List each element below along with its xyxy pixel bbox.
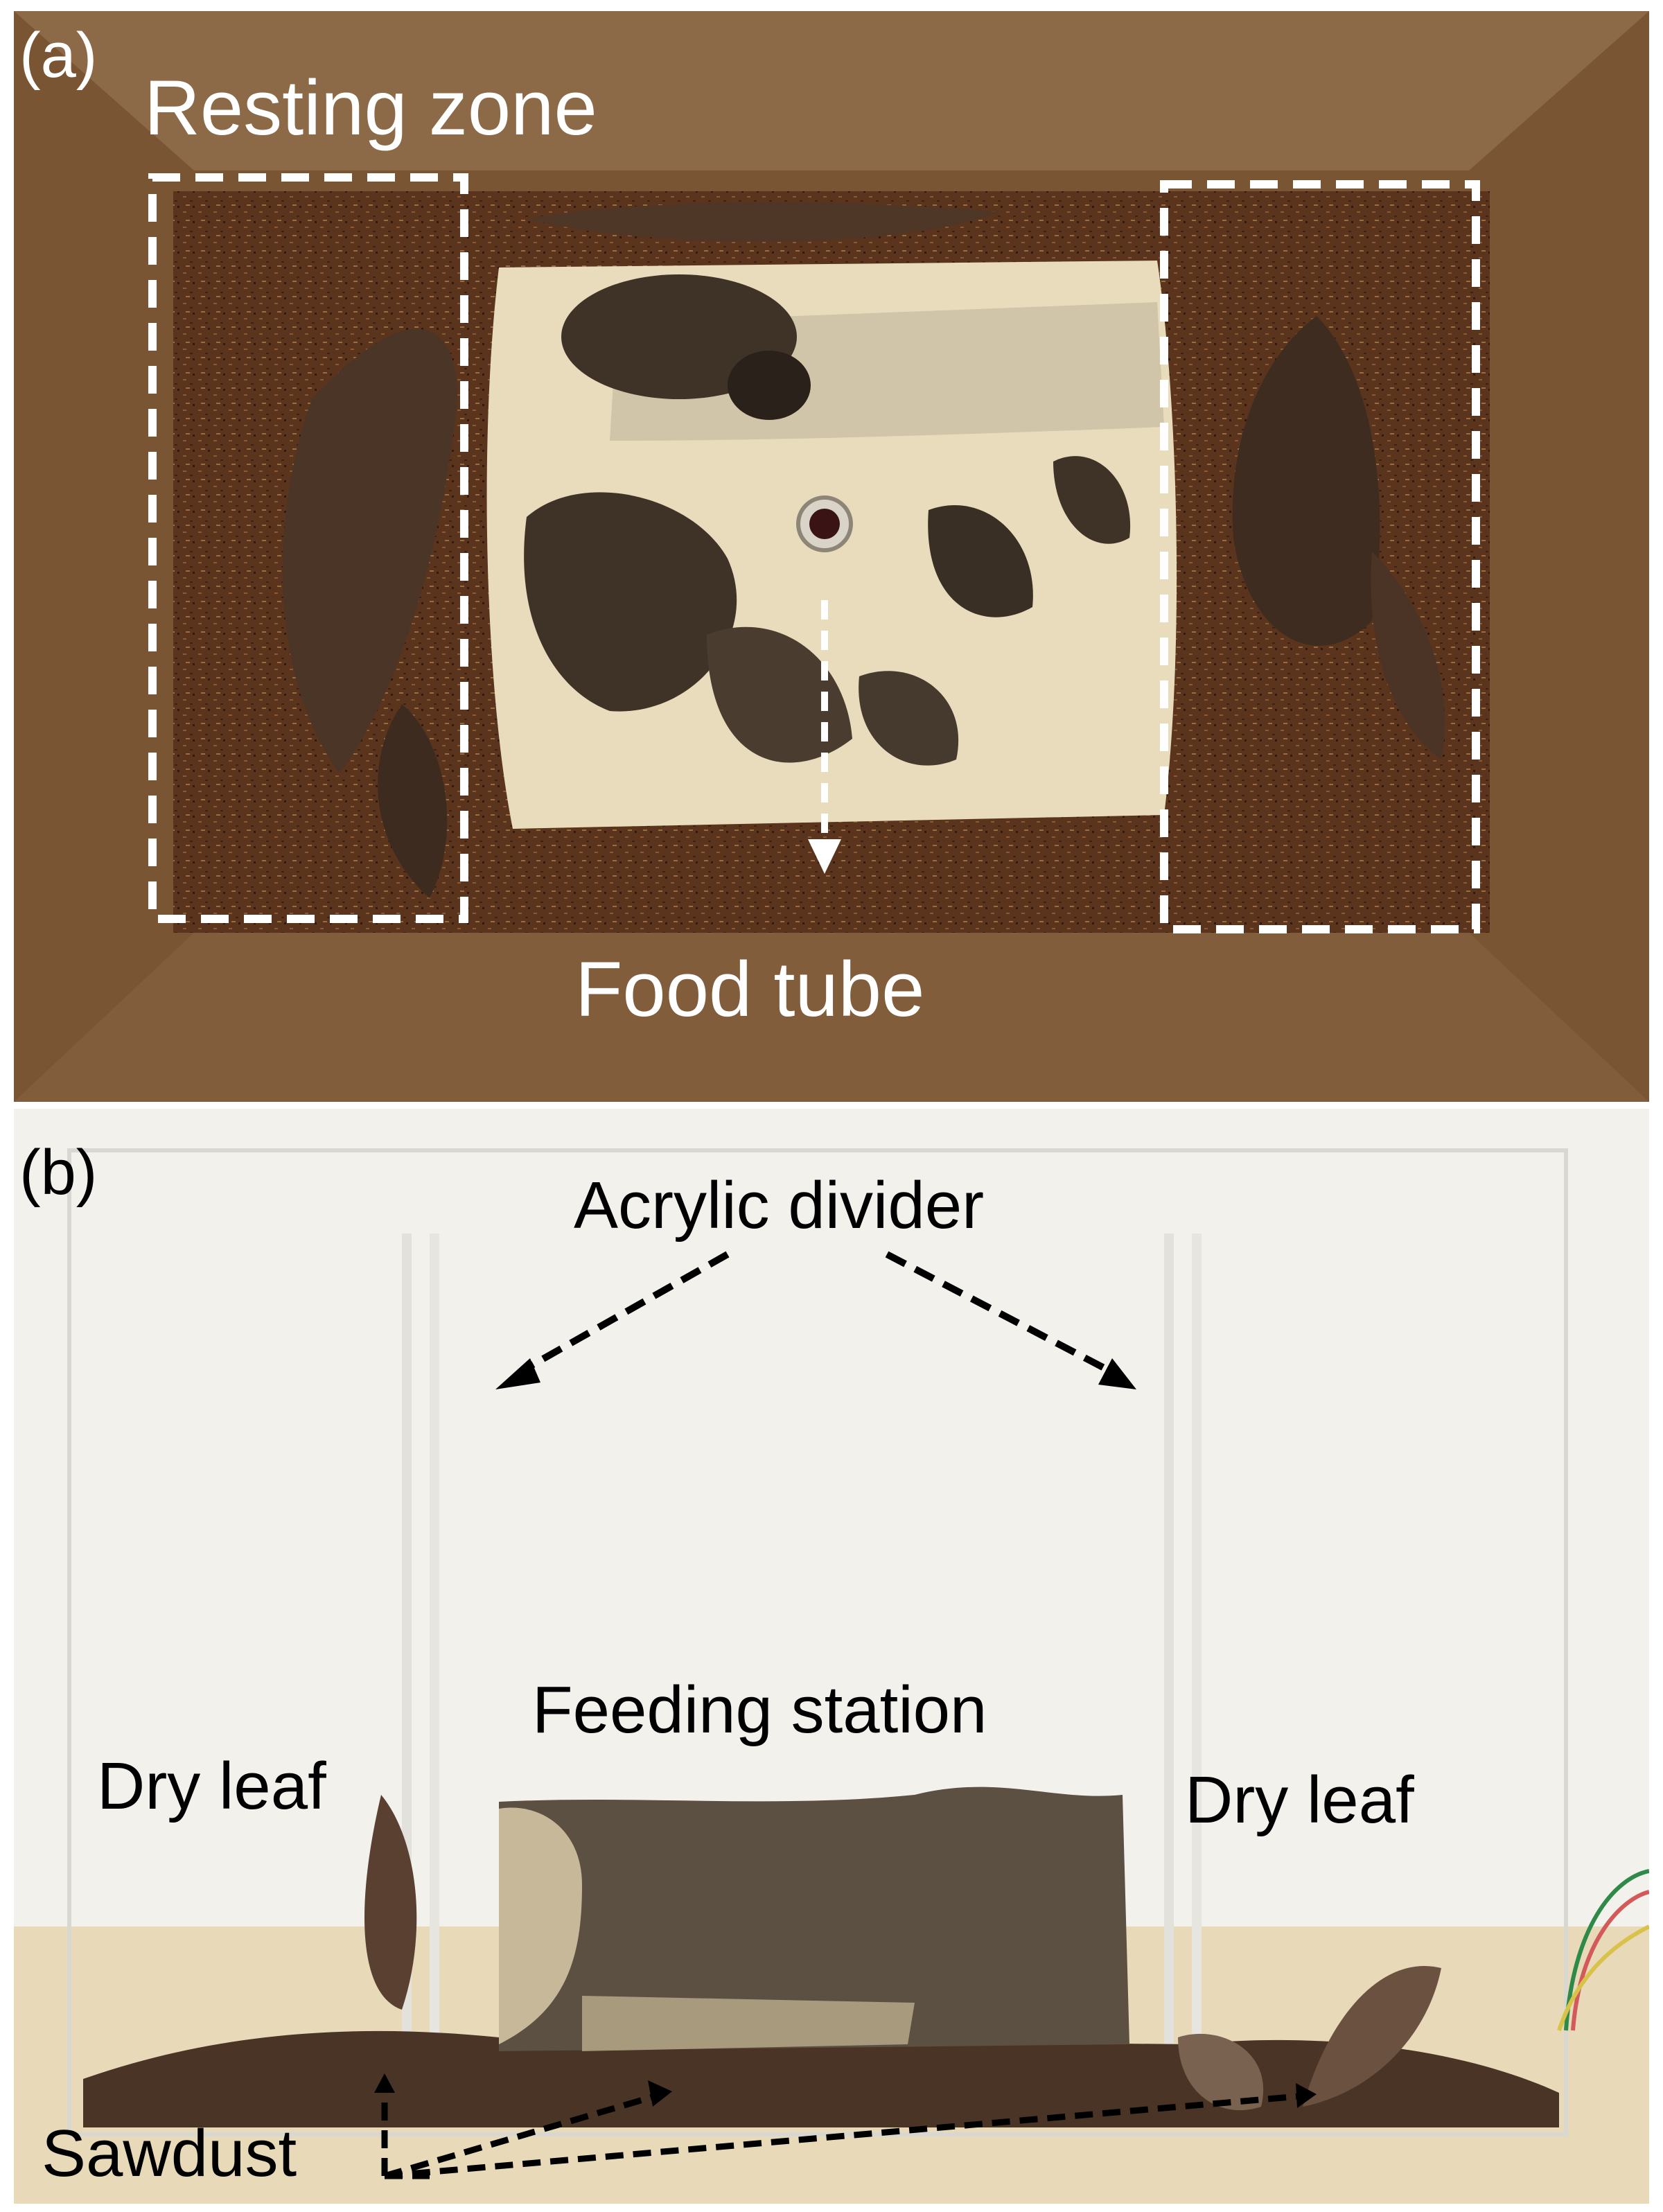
- feeding-station-label: Feeding station: [532, 1673, 987, 1747]
- panel-b-side-view: (b) Acrylic divider Feeding station Dry …: [14, 1109, 1649, 2204]
- acrylic-divider-label: Acrylic divider: [574, 1168, 985, 1243]
- dry-leaf-right: [1303, 1965, 1441, 2107]
- resting-zone-box-right: [1160, 180, 1480, 933]
- sawdust-label: Sawdust: [42, 2116, 297, 2191]
- panel-b-photo: [14, 1109, 1649, 2204]
- panel-a-letter: (a): [19, 20, 98, 91]
- feeding-station-log: [499, 1787, 1129, 2051]
- acrylic-reflection-bottom: [14, 933, 1649, 1102]
- food-tube-label: Food tube: [575, 946, 925, 1033]
- wires: [1571, 1890, 1649, 2031]
- resting-zone-box-left: [148, 173, 468, 923]
- sawdust-arrows: [381, 2093, 1300, 2179]
- acrylic-divider-arrows: [518, 1251, 1114, 1376]
- dry-leaf-top: [527, 202, 998, 242]
- acrylic-box: [67, 1148, 1568, 2136]
- resting-zone-label: Resting zone: [144, 64, 597, 151]
- panel-b-letter: (b): [19, 1137, 98, 1208]
- dry-leaf-right-label: Dry leaf: [1185, 1763, 1414, 1837]
- dry-leaf-right: [1232, 316, 1380, 646]
- acrylic-reflection-top: [14, 11, 1649, 170]
- dry-leaf-left: [282, 328, 457, 773]
- panel-a-photo: [14, 11, 1649, 1102]
- dry-leaf-left: [364, 1795, 417, 2010]
- dry-leaf-left-label: Dry leaf: [97, 1749, 326, 1823]
- acrylic-divider-right: [1164, 1234, 1202, 2127]
- panel-a-top-view: (a) Resting zone Food tube: [14, 11, 1649, 1102]
